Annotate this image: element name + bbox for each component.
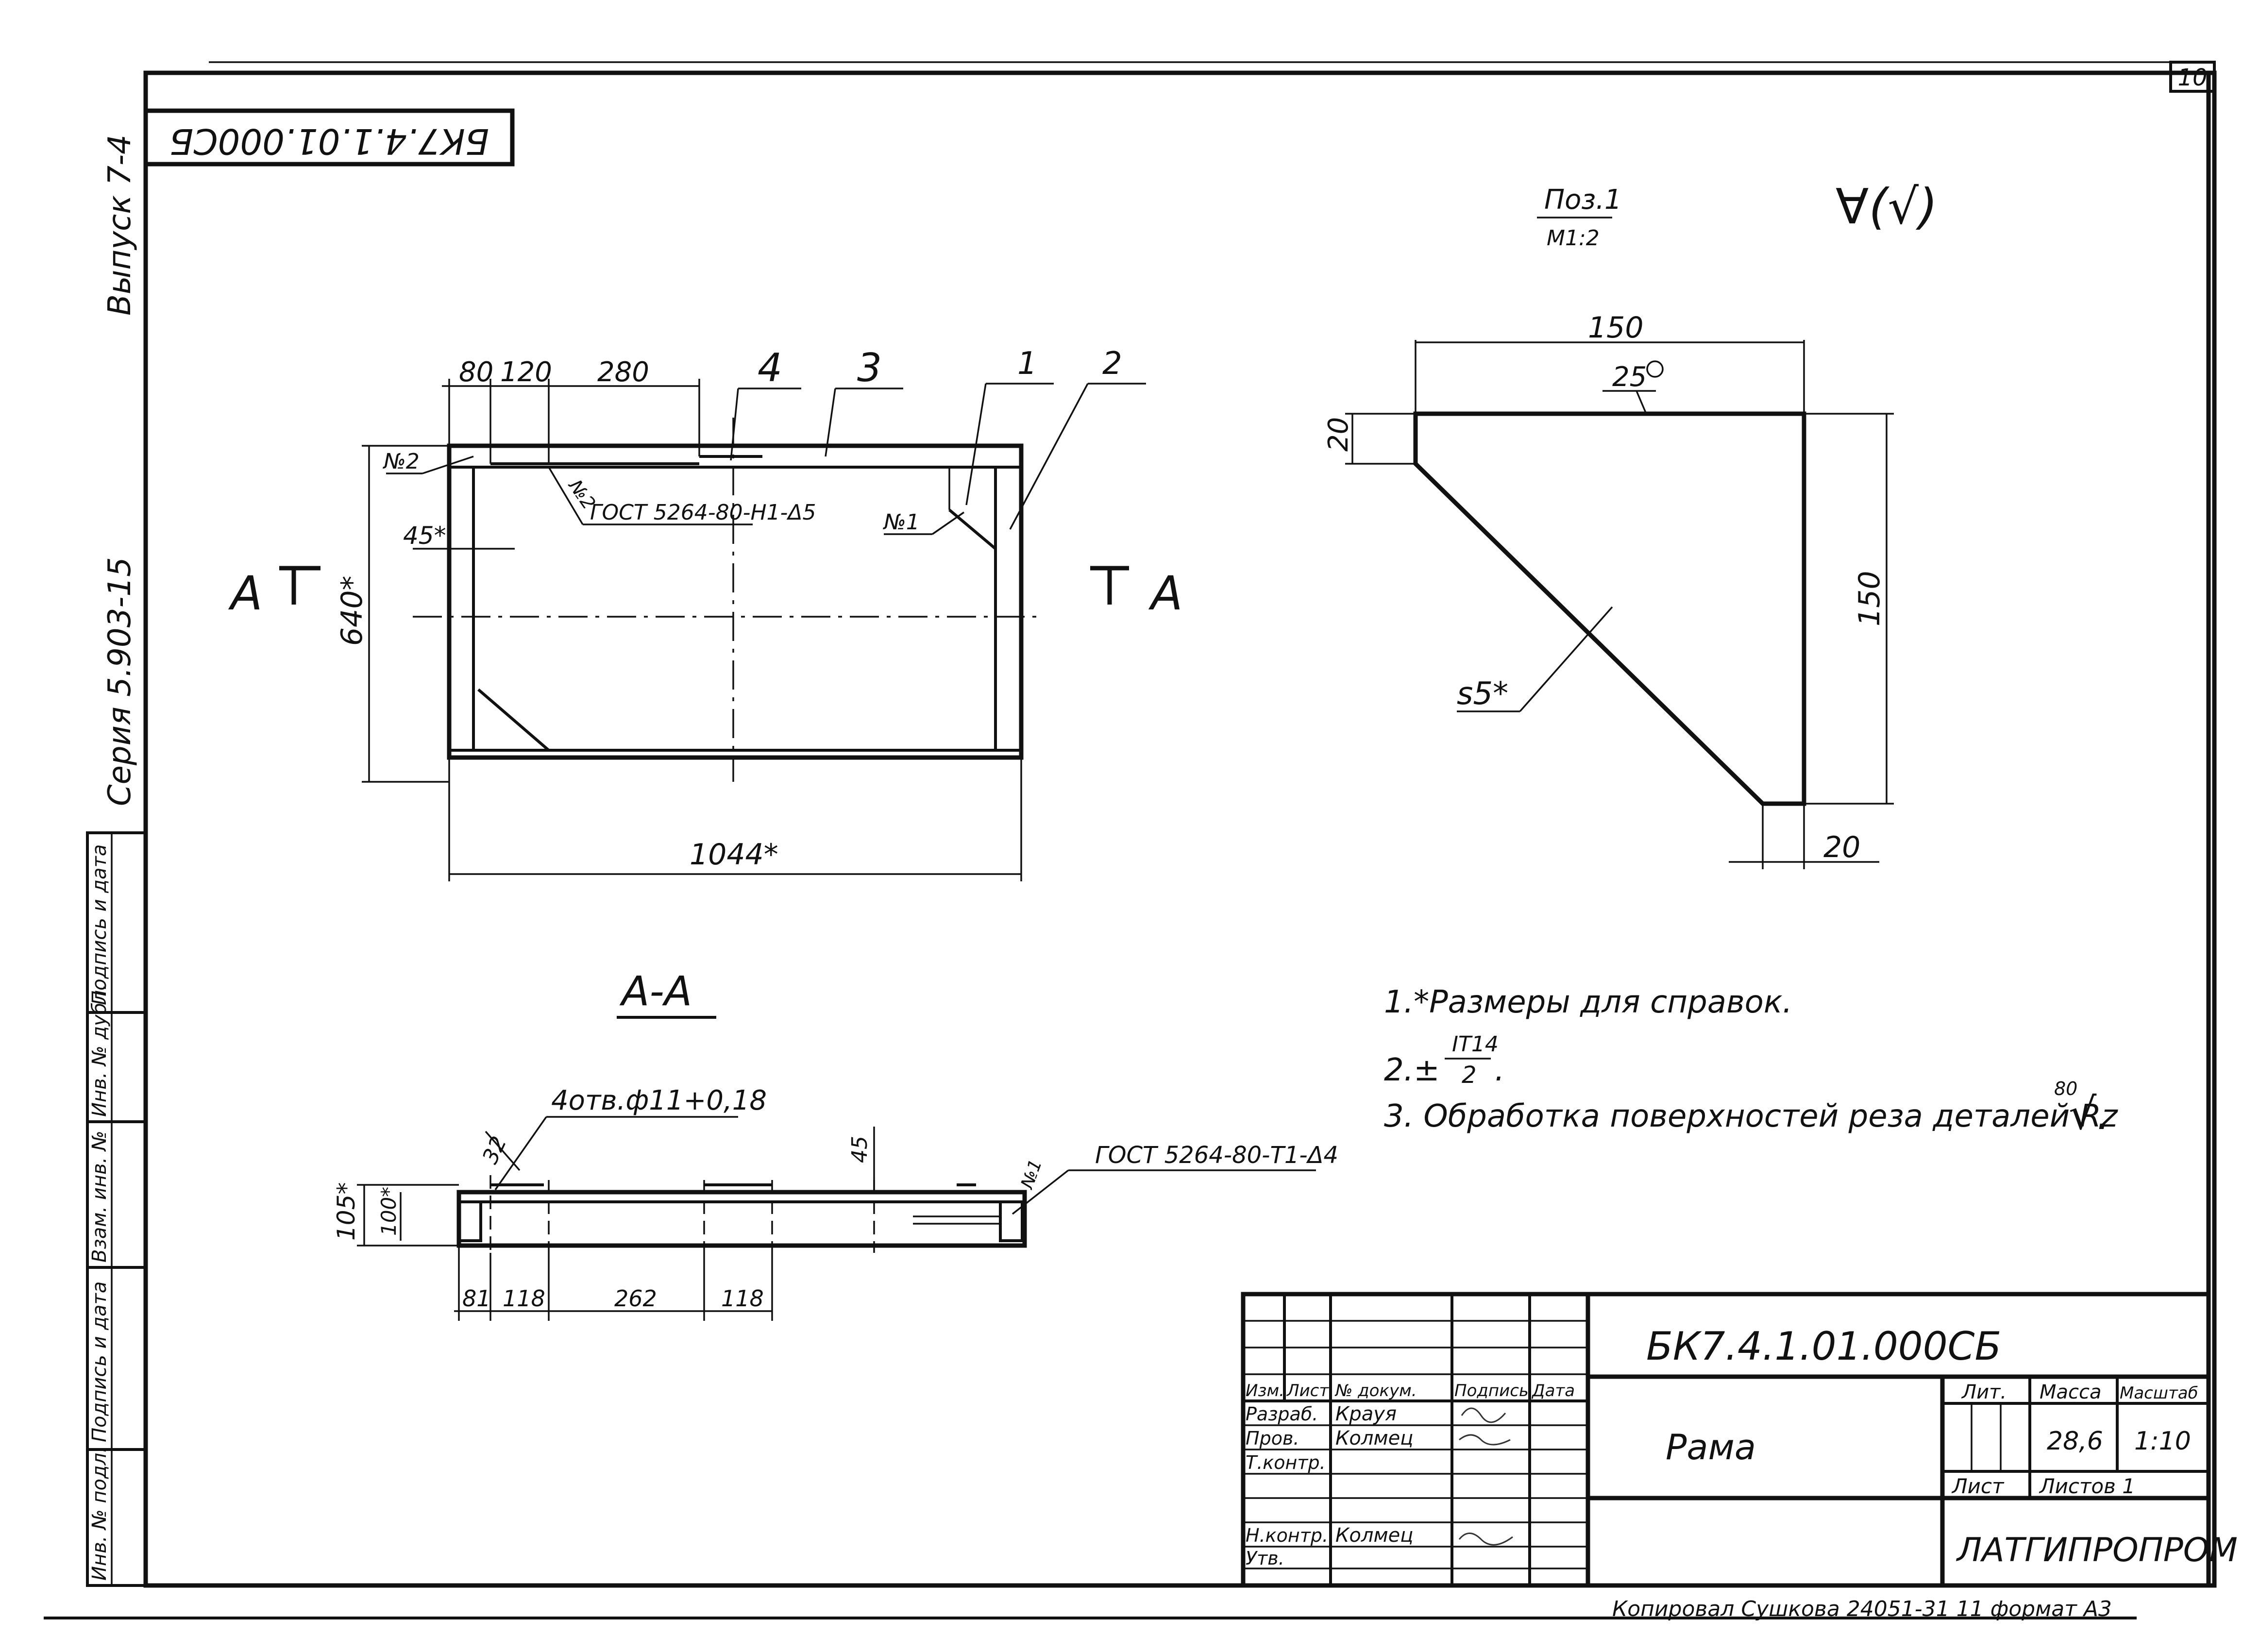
detail-dim-top: 150 xyxy=(1588,311,1644,345)
detail-thickness: s5* xyxy=(1457,676,1508,712)
tolerance-numerator: IT14 xyxy=(1452,1032,1499,1057)
signature-2 xyxy=(1459,1434,1511,1446)
section-mark-left: А xyxy=(228,566,263,621)
pos-2: 2 xyxy=(1102,346,1122,382)
stamp-replace-inv: Взам. инв. № xyxy=(88,1130,111,1263)
detail-dim-right: 150 xyxy=(1853,571,1887,626)
tb-header-doc: № докум. xyxy=(1334,1381,1417,1400)
tb-header-date: Дата xyxy=(1531,1381,1575,1400)
dim-45-main: 45* xyxy=(403,522,446,550)
tb-mass: 28,6 xyxy=(2047,1427,2103,1456)
section-dim-45: 45 xyxy=(847,1136,872,1163)
section-dim-262: 262 xyxy=(614,1285,657,1312)
title-block: Изм. Лист № докум. Подпись Дата Разраб. … xyxy=(1241,1292,2238,1588)
tb-mass-label: Масса xyxy=(2040,1381,2102,1403)
detail-roughness: ∀(√) xyxy=(1836,178,1938,235)
weld-no2-left: №2 xyxy=(382,449,420,474)
sheet-number: 10 xyxy=(2177,64,2207,91)
detail-view: Поз.1 М1:2 ∀(√) 150 25 20 150 20 s5* xyxy=(1323,178,1938,869)
tb-role-ncontrol: Н.контр. xyxy=(1246,1525,1328,1546)
tb-name-checked: Колмец xyxy=(1335,1427,1413,1450)
footer-copied: Копировал Сушкова 24051-31 11 формат А3 xyxy=(1612,1597,2112,1621)
tb-sheets-label: Листов 1 xyxy=(2039,1474,2135,1498)
notes: 1.*Размеры для справок. 2.± IT14 2 . 3. … xyxy=(1384,984,2118,1140)
detail-dim-left: 20 xyxy=(1323,417,1354,452)
section-aa-title: А-А xyxy=(619,967,692,1015)
tb-header-list: Лист xyxy=(1286,1381,1329,1400)
note-3: 3. Обработка поверхностей реза деталей R… xyxy=(1384,1098,2118,1134)
detail-pos-label: Поз.1 xyxy=(1544,184,1622,216)
stamp-signature-date-1: Подпись и дата xyxy=(88,844,111,1005)
section-dim-100: 100* xyxy=(377,1187,401,1236)
dim-80: 80 xyxy=(459,356,493,388)
tb-name-ncontrol: Колмец xyxy=(1335,1524,1413,1547)
signature-1 xyxy=(1461,1407,1506,1423)
section-dim-32: 32 xyxy=(478,1132,512,1167)
tb-name-developed: Крауя xyxy=(1335,1403,1397,1425)
tb-header-sign: Подпись xyxy=(1454,1381,1529,1400)
stamp-orig-inv: Инв. № подл. xyxy=(88,1447,111,1581)
tolerance-denominator: 2 xyxy=(1462,1062,1477,1089)
dim-1044: 1044* xyxy=(690,838,778,872)
section-dim-118b: 118 xyxy=(721,1285,764,1312)
dim-120: 120 xyxy=(500,356,552,388)
detail-weld-25: 25 xyxy=(1612,361,1647,393)
tb-code: БК7.4.1.01.000СБ xyxy=(1646,1324,2001,1369)
pos-1: 1 xyxy=(1017,346,1037,382)
note-1: 1.*Размеры для справок. xyxy=(1384,984,1792,1020)
tb-scale: 1:10 xyxy=(2134,1427,2191,1456)
dim-640: 640* xyxy=(335,575,369,646)
tb-role-approved: Утв. xyxy=(1246,1548,1284,1569)
main-view: А А 80 120 280 4 3 1 2 №2 №2 ГОСТ 5264-8… xyxy=(228,345,1183,881)
dim-280: 280 xyxy=(597,356,649,388)
tb-name: Рама xyxy=(1666,1427,1756,1467)
tb-org: ЛАТГИПРОПРОМ xyxy=(1956,1531,2238,1569)
issue-label: Выпуск 7-4 xyxy=(102,135,138,316)
tb-lit-label: Лит. xyxy=(1961,1381,2007,1403)
stamp-signature-date-2: Подпись и дата xyxy=(88,1281,111,1442)
section-weld-callout: ГОСТ 5264-80-Т1-Δ4 xyxy=(1095,1142,1338,1169)
tb-sheet-label: Лист xyxy=(1951,1474,2005,1498)
detail-dim-bottom: 20 xyxy=(1823,830,1860,864)
note-2: 2.± xyxy=(1384,1052,1440,1088)
section-dim-118a: 118 xyxy=(503,1285,545,1312)
side-stamp: Подпись и дата Инв. № дубл. Взам. инв. №… xyxy=(86,831,147,1587)
section-holes: 4отв.ф11+0,18 xyxy=(551,1085,767,1116)
section-dim-105: 105* xyxy=(332,1182,360,1241)
detail-scale: М1:2 xyxy=(1547,226,1600,251)
series-label: Серия 5.903-15 xyxy=(102,557,138,806)
svg-text:.: . xyxy=(1495,1052,1504,1088)
section-dim-81: 81 xyxy=(462,1285,491,1312)
pos-3: 3 xyxy=(857,345,882,390)
rotated-code: БК7.4.1.01.000СБ xyxy=(169,121,489,162)
tb-role-checked: Пров. xyxy=(1246,1428,1299,1449)
tb-role-tcontrol: Т.контр. xyxy=(1246,1452,1326,1473)
sheet-frame: 10 xyxy=(44,61,2217,1619)
stamp-dup-inv: Инв. № дубл. xyxy=(88,984,111,1117)
section-weld-no1: №1 xyxy=(1017,1157,1046,1192)
svg-text:√.: √. xyxy=(2069,1089,2110,1140)
tb-role-developed: Разраб. xyxy=(1246,1403,1318,1425)
section-mark-right: А xyxy=(1148,566,1183,621)
signature-3 xyxy=(1458,1533,1513,1546)
roughness-value: 80 xyxy=(2054,1078,2077,1099)
section-aa: А-А 4отв.ф11+0,18 32 45 №1 ГОСТ 5264-80-… xyxy=(332,967,1338,1321)
weld-no1-main: №1 xyxy=(882,510,920,535)
weld-callout-main: ГОСТ 5264-80-Н1-Δ5 xyxy=(590,500,816,525)
pos-4: 4 xyxy=(758,345,782,390)
rotated-code-box: БК7.4.1.01.000СБ xyxy=(143,108,515,167)
tb-header-izm: Изм. xyxy=(1246,1381,1284,1400)
tb-scale-label: Масштаб xyxy=(2120,1383,2198,1403)
